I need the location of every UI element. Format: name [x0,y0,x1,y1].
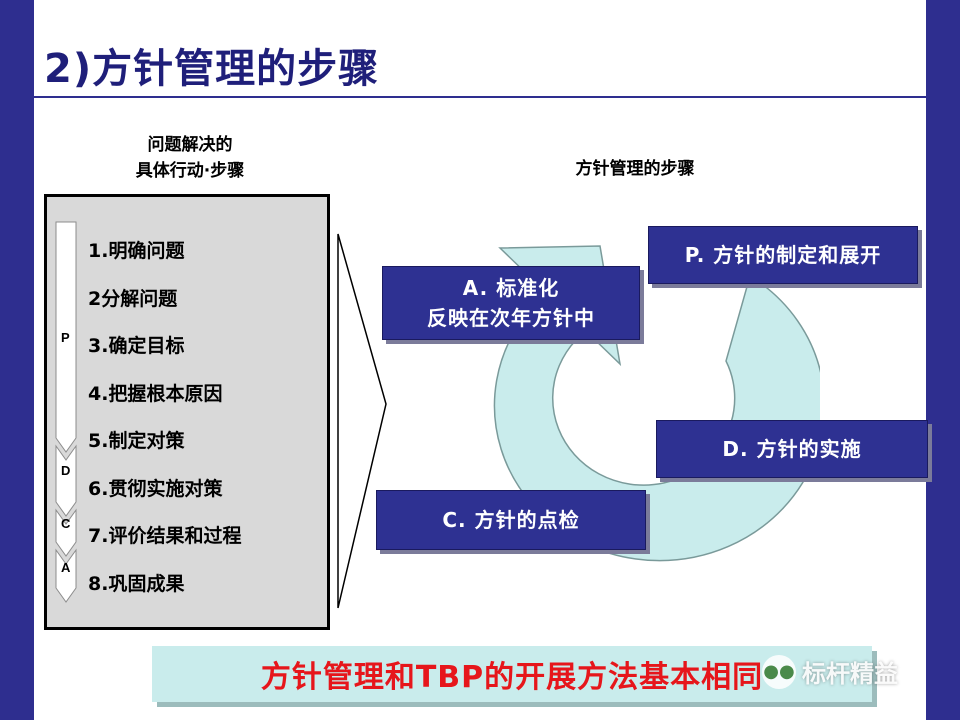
step-item: 7.评价结果和过程 [88,525,242,547]
box-act-line1: A. 标准化 [462,276,560,300]
right-side-band [926,0,960,720]
title-divider [34,96,926,98]
box-act-line2: 反映在次年方针中 [427,306,595,330]
watermark-text: 标杆精益 [802,660,898,688]
connector-wedge [337,233,387,609]
steps-list: 1.明确问题 2分解问题 3.确定目标 4.把握根本原因 5.制定对策 6.贯彻… [88,236,241,616]
left-column-heading: 问题解决的 具体行动·步骤 [90,132,290,184]
box-do: D. 方针的实施 [656,420,928,478]
page-title: 2)方针管理的步骤 [44,46,380,92]
step-item: 8.巩固成果 [88,572,185,595]
step-item: 2分解问题 [88,287,178,310]
box-plan: P. 方针的制定和展开 [648,226,918,284]
box-act: A. 标准化 反映在次年方针中 [382,266,640,340]
c-phase-arrow [55,508,77,557]
step-item: 3.确定目标 [88,335,185,357]
left-side-band [0,0,34,720]
phase-label-d: D [61,463,71,478]
d-phase-arrow [55,444,77,517]
right-column-heading: 方针管理的步骤 [575,159,695,179]
step-item: 5.制定对策 [88,430,185,452]
a-phase-arrow [55,548,77,603]
pdca-arrow-bar [55,221,77,603]
watermark: ●● 标杆精益 [762,654,898,689]
phase-label-c: C [61,516,71,531]
step-item: 4.把握根本原因 [88,382,223,405]
step-item: 6.贯彻实施对策 [88,477,223,500]
phase-label-p: P [61,330,70,345]
steps-panel [44,194,330,630]
conclusion-banner: 方针管理和TBP的开展方法基本相同 [152,646,872,702]
step-item: 1.明确问题 [88,240,185,262]
box-check: C. 方针的点检 [376,490,646,550]
p-phase-arrow [55,221,77,453]
left-heading-line1: 问题解决的 [147,135,233,155]
banner-text: 方针管理和TBP的开展方法基本相同 [260,660,764,695]
phase-label-a: A [61,560,71,575]
left-heading-line2: 具体行动·步骤 [135,161,245,181]
chat-bubble-icon: ●● [762,654,796,689]
